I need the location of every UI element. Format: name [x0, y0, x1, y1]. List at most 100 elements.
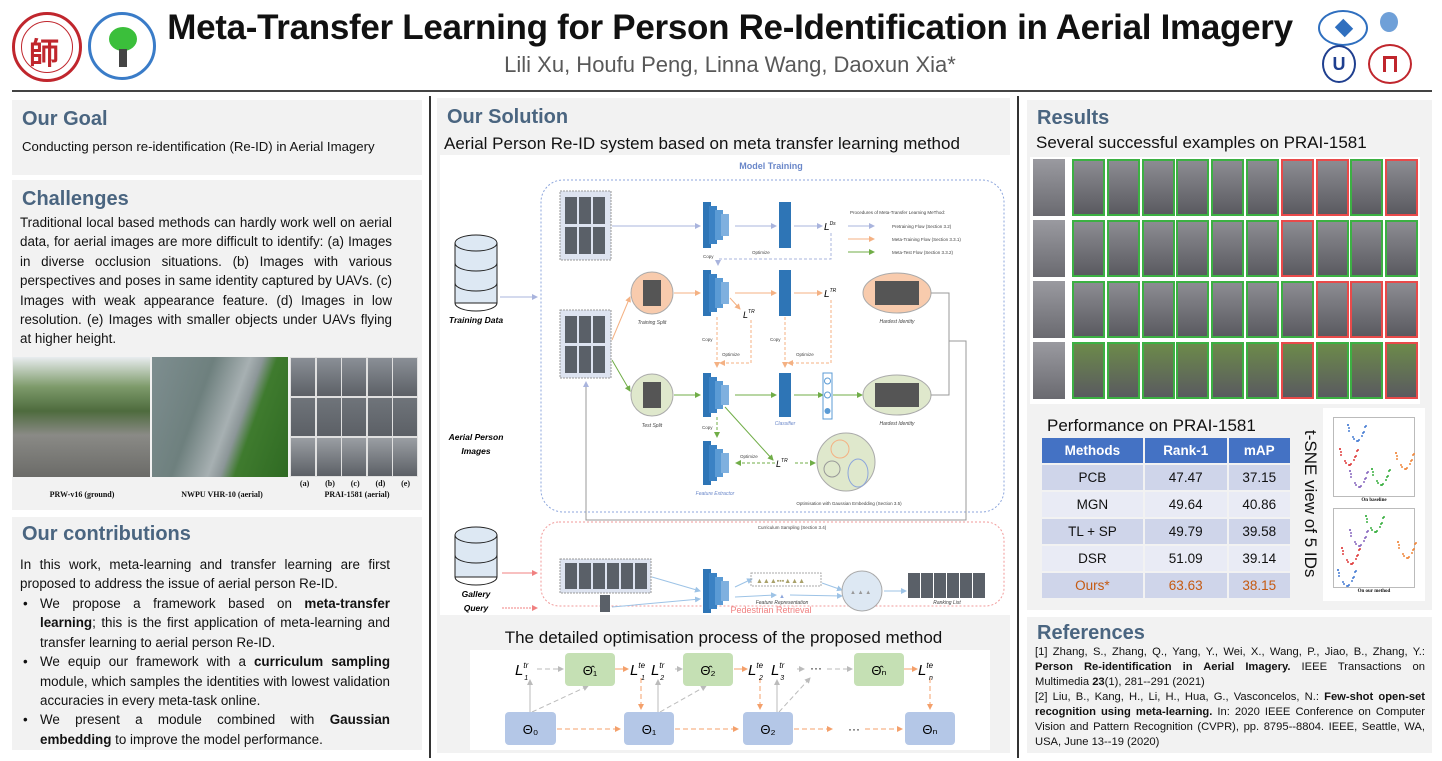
prai-sample-image [367, 398, 392, 436]
challenges-heading: Challenges [22, 188, 129, 210]
tsne-point [1358, 438, 1360, 441]
tsne-point [1350, 534, 1353, 537]
guizhou-normal-university-logo: 師 [12, 12, 82, 82]
nwpu-aerial-image [152, 357, 288, 477]
model-training-label: Model Training [739, 161, 803, 171]
tsne-point [1398, 546, 1401, 549]
tsne-point [1412, 547, 1415, 550]
tsne-point [1342, 550, 1345, 553]
hardest-identity-label: Hardest Identity [879, 319, 915, 325]
cnn-backbone-icon [703, 569, 729, 613]
tsne-point [1402, 553, 1405, 556]
tsne-point [1412, 454, 1415, 457]
optimize-label: Optimize [752, 250, 770, 255]
fc-layer-icon [779, 270, 791, 316]
tsne-point [1359, 485, 1362, 488]
university-u-logo: U [1322, 45, 1356, 83]
tsne-point [1348, 464, 1350, 466]
tsne-point [1360, 543, 1362, 546]
tsne-point [1355, 558, 1358, 561]
tsne-point [1364, 426, 1367, 429]
gaussian-label: Optimisation with Gaussian Embedding (Se… [796, 501, 902, 506]
tsne-point [1340, 453, 1343, 456]
correct-match-image [1106, 281, 1140, 338]
tsne-point [1339, 448, 1341, 451]
tsne-point [1395, 452, 1397, 455]
results-subtitle: Several successful examples on PRAI-1581 [1036, 133, 1367, 152]
tsne-point [1355, 555, 1358, 558]
correct-match-image [1211, 281, 1245, 338]
correct-match-image [1211, 159, 1245, 216]
tsne-point [1385, 479, 1388, 482]
correct-match-image [1106, 159, 1140, 216]
correct-match-image [1385, 220, 1419, 277]
caption-nwpu: NWPU VHR-10 (aerial) [181, 490, 263, 499]
tsne-point [1410, 458, 1413, 461]
tsne-point [1366, 531, 1369, 534]
tsne-plots: On baseline On our method [1323, 408, 1425, 601]
tsne-point [1364, 424, 1367, 427]
tsne-point [1352, 575, 1355, 578]
references-panel: References [1] Zhang, S., Zhang, Q., Yan… [1027, 617, 1432, 753]
tsne-point [1381, 483, 1384, 486]
tsne-point [1353, 459, 1356, 462]
tsne-point [1354, 569, 1357, 572]
tsne-point [1344, 462, 1347, 465]
training-database-icon [454, 234, 498, 312]
tsne-point [1346, 559, 1349, 562]
feature-extractor-label: Feature Extractor [696, 491, 735, 497]
correct-match-image [1176, 281, 1210, 338]
tsne-point [1375, 530, 1378, 533]
tsne-point [1380, 484, 1382, 486]
tsne-point [1364, 535, 1367, 538]
tsne-point [1374, 531, 1376, 533]
contribution-item: We propose a framework based on meta-tra… [20, 594, 390, 652]
correct-match-image [1315, 220, 1349, 277]
globe-logo [1380, 12, 1398, 32]
results-heading: Results [1037, 107, 1110, 129]
opt-title: The detailed optimisation process of the… [504, 628, 943, 647]
retrieval-cluster [841, 570, 883, 612]
prai-sample-image [342, 398, 367, 436]
tsne-point [1363, 478, 1366, 481]
correct-match-image [1072, 220, 1105, 277]
tsne-point [1358, 549, 1361, 552]
adapted-params-box [565, 653, 615, 686]
wrong-match-image [1315, 159, 1349, 216]
test-split-label: Test Split [642, 423, 663, 429]
caption-prw: PRW-v16 (ground) [49, 490, 115, 499]
legend-meta-test: Meta-Test Flow (Section 3.3.2) [892, 250, 954, 255]
tsne-point [1360, 484, 1362, 487]
tsne-point [1347, 584, 1350, 587]
tsne-point [1366, 518, 1369, 521]
correct-match-image [1176, 159, 1210, 216]
cnn-backbone-icon [703, 373, 729, 417]
correct-match-image [1246, 220, 1279, 277]
model-training-box [540, 179, 1005, 513]
challenges-panel: Challenges Traditional local based metho… [12, 180, 422, 510]
tsne-point [1352, 438, 1355, 441]
legend-title: Procedures of Meta-Transfer Learning MeT… [850, 210, 945, 215]
tsne-point [1406, 466, 1408, 469]
tsne-point [1397, 541, 1399, 544]
results-panel: Results Several successful examples on P… [1027, 100, 1432, 610]
image-batch [559, 309, 612, 379]
tsne-point [1358, 545, 1360, 547]
prai-sample-image [342, 358, 367, 396]
tsne-point [1388, 468, 1391, 471]
poster-title: Meta-Transfer Learning for Person Re-Ide… [167, 8, 1293, 47]
ellipsis-bottom: ··· [848, 722, 860, 736]
correct-match-image [1350, 159, 1384, 216]
tsne-point [1358, 547, 1361, 550]
tsne-point [1366, 472, 1369, 475]
tsne-point [1362, 430, 1365, 433]
correct-match-image [1072, 159, 1105, 216]
prai-sample-image [367, 438, 392, 476]
tsne-point [1363, 481, 1366, 484]
